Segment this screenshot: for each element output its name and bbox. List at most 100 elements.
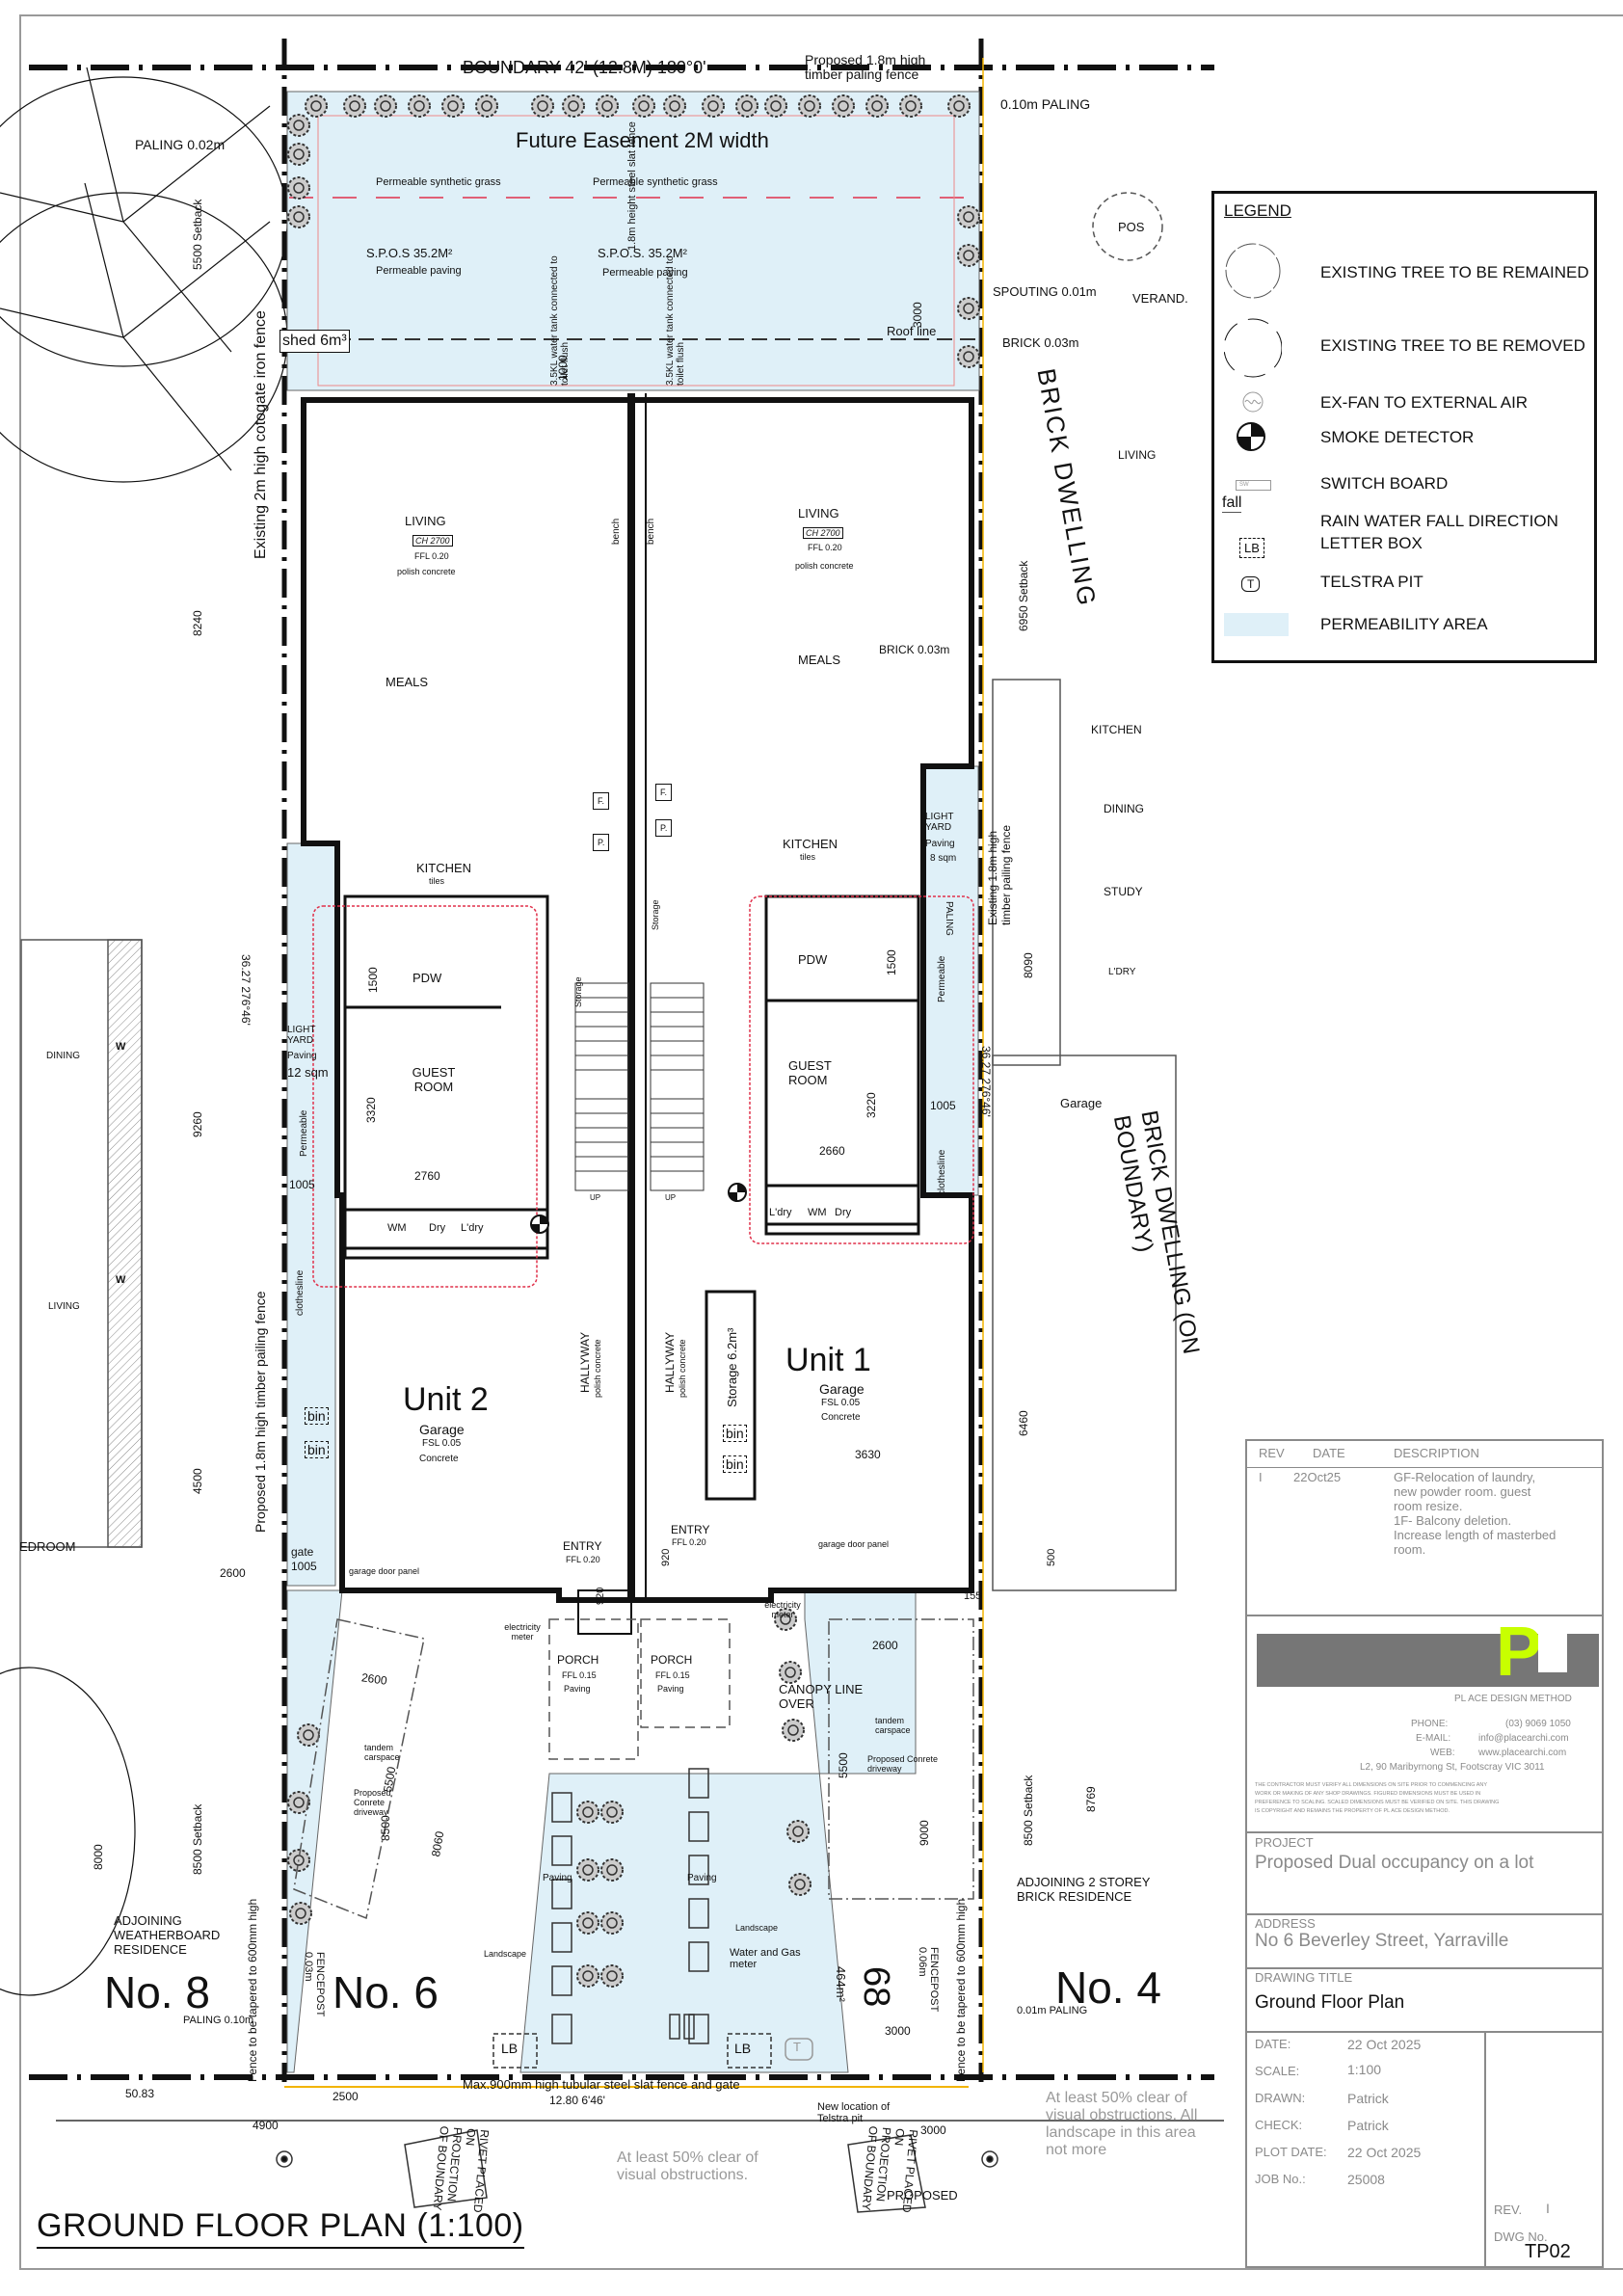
- unit2-driveway: Proposed Conrete driveway: [354, 1788, 391, 1817]
- unit1-brick-note: BRICK 0.03m: [879, 643, 950, 656]
- unit2-porch-ffl: FFL 0.15: [562, 1670, 597, 1680]
- unit2-dim-8500: 8500: [379, 1815, 392, 1841]
- exfan-icon: [1242, 391, 1264, 413]
- unit2-bin-2: bin: [305, 1441, 329, 1458]
- dim-4500: 4500: [191, 1468, 204, 1494]
- site-area: 464m²: [834, 1966, 848, 2002]
- unit1-dim-920: 920: [660, 1548, 672, 1566]
- unit2-dim-1005-gate: 1005: [291, 1560, 317, 1573]
- unit1-living-ffl: FFL 0.20: [808, 543, 842, 552]
- bearing-left: 36.27 276°46': [239, 954, 253, 1026]
- rear-fence-note: Proposed 1.8m high timber paling fence: [805, 52, 926, 83]
- check-value: Patrick: [1347, 2118, 1389, 2133]
- telstra-pit-icon: T: [1241, 576, 1261, 592]
- unit1-meals: MEALS: [798, 653, 841, 667]
- landscape-left: Landscape: [484, 1949, 527, 1959]
- unit1-light-yard-area: 8 sqm: [930, 853, 957, 864]
- unit2-kitchen: KITCHEN: [416, 861, 472, 875]
- dim-50-83: 50.83: [125, 2087, 155, 2100]
- unit2-entry: ENTRY: [563, 1539, 602, 1553]
- drawing-title-label: DRAWING TITLE: [1255, 1970, 1353, 1985]
- rivet-note-right: RIVET PLACED ON PROJECTION OF BOUNDARY: [859, 2125, 920, 2214]
- unit1-garage-fsl: FSL 0.05: [821, 1398, 861, 1408]
- unit2-bench: bench: [611, 518, 622, 545]
- unit1-garage: Garage: [819, 1381, 865, 1397]
- unit2-pantry: P.: [593, 834, 610, 851]
- phone-label: PHONE:: [1411, 1719, 1449, 1729]
- permeability-swatch-icon: [1224, 613, 1289, 636]
- scale-label: SCALE:: [1255, 2064, 1300, 2078]
- telstra-pit: T: [793, 2040, 801, 2054]
- rev-label: REV.: [1494, 2203, 1523, 2217]
- phone-value: (03) 9069 1050: [1505, 1719, 1571, 1729]
- front-boundary-dims: 12.80 6'46': [549, 2094, 605, 2107]
- street-number-4: No. 4: [1055, 1962, 1161, 2013]
- neighbour-right-dining: DINING: [1104, 802, 1144, 815]
- unit2-powder-room: PDW: [412, 971, 442, 985]
- company-name: PL ACE DESIGN METHOD: [1454, 1694, 1572, 1704]
- unit1-carspace: tandem carspace: [875, 1716, 911, 1735]
- unit2-dim-1005: 1005: [289, 1178, 315, 1191]
- dim-2500: 2500: [333, 2090, 359, 2103]
- neighbour-right-kitchen: KITCHEN: [1091, 723, 1142, 736]
- dim-3000-front2: 3000: [920, 2123, 946, 2137]
- unit1-dim-2600: 2600: [872, 1639, 898, 1652]
- unit1-ceiling-height: CH 2700: [803, 527, 843, 539]
- unit1-entry: ENTRY: [671, 1523, 710, 1536]
- proposed-fence-left: Proposed 1.8m high timber pailing fence: [253, 1291, 268, 1533]
- date-label: DATE:: [1255, 2037, 1291, 2051]
- unit2-dim-2760: 2760: [414, 1169, 440, 1183]
- unit1-dim-2660: 2660: [819, 1144, 845, 1158]
- spos-right-paving: Permeable paving: [602, 267, 688, 279]
- unit1-permeable: Permeable: [937, 955, 947, 1002]
- legend-label-exfan: EX-FAN TO EXTERNAL AIR: [1320, 393, 1529, 412]
- revision-date: 22Oct25: [1293, 1470, 1342, 1484]
- unit1-fridge: F.: [655, 784, 673, 801]
- unit2-gate: gate: [291, 1545, 314, 1559]
- setback-8500-right: 8500 Setback: [1022, 1775, 1035, 1846]
- window-w-1: W: [116, 1041, 126, 1053]
- unit1-dim-3630: 3630: [855, 1448, 881, 1461]
- rivet-note-left: RIVET PLACED ON PROJECTION OF BOUNDARY: [430, 2125, 492, 2214]
- company-address: L2, 90 Maribyrnong St, Footscray VIC 301…: [1360, 1762, 1545, 1773]
- unit1-dim-3220: 3220: [865, 1092, 878, 1118]
- legend-label-telstra-pit: TELSTRA PIT: [1320, 573, 1423, 591]
- unit2-living: LIVING: [405, 514, 446, 528]
- unit1-electricity-meter: electricity meter: [764, 1600, 801, 1619]
- synthetic-grass-right: Permeable synthetic grass: [593, 176, 718, 188]
- dim-9260: 9260: [191, 1111, 204, 1137]
- taper-right-note: Fence to be tapered to 600mm high: [954, 1898, 968, 2082]
- unit1-bench: bench: [646, 518, 656, 545]
- front-paving-left: Paving: [543, 1873, 572, 1883]
- legend-label-rain-fall: RAIN WATER FALL DIRECTION: [1320, 512, 1558, 530]
- setback-8500-left: 8500 Setback: [191, 1803, 204, 1875]
- neighbour-left-living: LIVING: [48, 1301, 80, 1312]
- unit2-title: Unit 2: [403, 1381, 489, 1418]
- shed-label: shed 6m³: [279, 330, 350, 353]
- unit2-dim-3320: 3320: [364, 1097, 378, 1123]
- rev-header: REV: [1259, 1446, 1285, 1460]
- address-section: ADDRESS No 6 Beverley Street, Yarraville: [1247, 1913, 1602, 1969]
- unit1-laundry: L'dry: [769, 1207, 792, 1218]
- easement-label: Future Easement 2M width: [516, 128, 769, 152]
- landscape-right: Landscape: [735, 1923, 779, 1933]
- steel-fence-note: 1.8m height steel slat fence: [626, 121, 638, 251]
- unit1-wm: WM: [808, 1207, 827, 1218]
- adjoining-left-label: ADJOINING WEATHERBOARD RESIDENCE: [114, 1913, 221, 1957]
- setback-6950: 6950 Setback: [1017, 560, 1030, 631]
- drawing-title-value: Ground Floor Plan: [1255, 1992, 1405, 2013]
- unit1-bin-2: bin: [723, 1455, 747, 1473]
- unit2-dim-920: 920: [595, 1587, 606, 1605]
- paling-bottom-left: PALING 0.10m: [183, 2015, 254, 2026]
- drawing-meta-table: DATE: 22 Oct 2025 SCALE: 1:100 DRAWN: Pa…: [1247, 2031, 1486, 2268]
- synthetic-grass-left: Permeable synthetic grass: [376, 176, 501, 188]
- plot-date-label: PLOT DATE:: [1255, 2145, 1327, 2159]
- unit2-light-yard-paving: Paving: [287, 1051, 317, 1061]
- unit1-living: LIVING: [798, 506, 839, 521]
- taper-left-note: Fence to be tapered to 600mm high: [246, 1898, 259, 2082]
- window-w-2: W: [116, 1274, 126, 1286]
- smoke-detector-icon: [1237, 422, 1265, 451]
- tree-remove-icon: [1224, 318, 1282, 378]
- legend-label-smoke-detector: SMOKE DETECTOR: [1320, 428, 1475, 446]
- rear-easement-area: [286, 91, 980, 391]
